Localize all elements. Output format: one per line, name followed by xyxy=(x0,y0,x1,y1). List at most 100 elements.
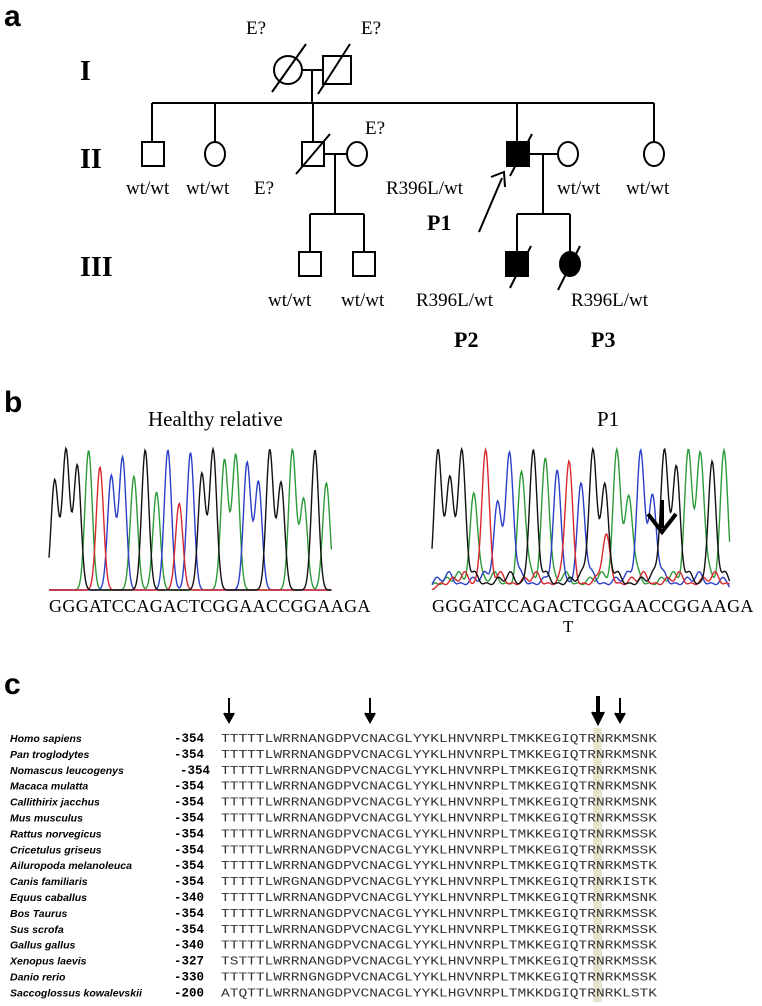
p1-sequence: GGGATCCAGACTCGGAACCGGAAGA xyxy=(432,596,754,616)
alignment-row: Ailuropoda melanoleuca -354 TTTTTLWRRNANGD… xyxy=(9,859,657,873)
species-name: Bos Taurus xyxy=(10,908,68,920)
chromatogram-healthy xyxy=(48,446,333,591)
deceased-slash xyxy=(509,245,532,289)
deceased-slash xyxy=(271,43,307,93)
start-position: -354 xyxy=(174,827,205,841)
start-position: -354 xyxy=(174,796,205,810)
chromatogram-p1 xyxy=(431,446,731,591)
alignment-row: Gallus gallus -340 TTTTTLWRRNANGDPVCNACGLY… xyxy=(10,939,657,953)
start-position: -340 xyxy=(174,939,204,953)
grandson-b-symbol xyxy=(352,251,376,277)
panel-label-a: a xyxy=(4,0,21,33)
protein-sequence: TTTTTLWRRNGNGDPVCNACGLYYKLHNVNRPLTMKKEGI… xyxy=(221,972,657,985)
start-position: -354 xyxy=(174,843,205,857)
alignment-arrows xyxy=(223,696,626,727)
alignment-row: Cricetulus griseus -354 TTTTTLWRRNANGDPVCN… xyxy=(10,843,657,857)
species-name: Cricetulus griseus xyxy=(10,844,102,856)
species-name: Xenopus laevis xyxy=(9,956,87,968)
daughter1-genotype: wt/wt xyxy=(186,178,230,199)
generation-label-1: I xyxy=(80,56,91,87)
p1-chromatogram-title: P1 xyxy=(597,407,619,431)
son2-wife-symbol xyxy=(346,141,368,167)
start-position: -354 xyxy=(174,780,205,794)
species-name: Mus musculus xyxy=(10,813,83,825)
start-position: -354 xyxy=(174,875,205,889)
species-name: Gallus gallus xyxy=(10,940,76,952)
start-position: -354 xyxy=(174,748,205,762)
protein-sequence: TTTTTLWRRNANGDPVCNACGLYYKLHNVNRPLTMKKEGI… xyxy=(221,892,657,905)
alignment-row: Mus musculus -354 TTTTTLWRRNANGDPVCNACGLYY… xyxy=(10,812,657,826)
generation-label-3: III xyxy=(80,252,113,283)
daughter2-genotype: wt/wt xyxy=(626,178,670,199)
species-name: Equus caballus xyxy=(10,892,87,904)
species-name: Homo sapiens xyxy=(10,733,82,745)
p3-genotype: R396L/wt xyxy=(571,290,649,311)
protein-sequence: ATQTTLWRRNANGDPVCNACGLYYKLHGVNRPLTMKKDGI… xyxy=(221,987,657,1000)
protein-sequence: TTTTTLWRRNANGDPVCNACGLYYKLHNVNRPLTMKKEGI… xyxy=(221,844,657,857)
species-name: Pan troglodytes xyxy=(10,749,90,761)
son1-genotype: wt/wt xyxy=(126,178,170,199)
alignment-row: Nomascus leucogenys -354 TTTTTLWRRNANGDPVC… xyxy=(10,764,657,778)
protein-sequence: TTTTTLWRRNANGDPVCNACGLYYKLHNVNRPLTMKKEGI… xyxy=(221,940,657,953)
trace-a xyxy=(49,447,333,591)
p3-label: P3 xyxy=(591,327,615,352)
start-position: -354 xyxy=(174,859,205,873)
protein-sequence: TTTTTLWRRNANGDPVCNACGLYYKLHNVNRPLTMKKEGI… xyxy=(221,924,657,937)
trace-a xyxy=(431,446,731,586)
p2-genotype: R396L/wt xyxy=(416,290,494,311)
grandfather-tag: E? xyxy=(361,18,381,39)
p1-label: P1 xyxy=(427,210,451,235)
grandson-b-genotype: wt/wt xyxy=(341,290,385,311)
start-position: -354 xyxy=(180,764,211,778)
protein-sequence: TTTTTLWRRNANGDPVCNACGLYYKLHNVNRPLTMKKEGI… xyxy=(221,781,657,794)
grandmother-tag: E? xyxy=(246,18,266,39)
son1-symbol xyxy=(141,141,165,167)
protein-sequence: TTTTTLWRRNANGDPVCNACGLYYKLHNVNRPLTMKKEGI… xyxy=(221,765,657,778)
deceased-slash xyxy=(295,133,331,175)
deceased-slash xyxy=(557,245,581,291)
species-name: Canis familiaris xyxy=(10,876,88,888)
start-position: -354 xyxy=(174,923,205,937)
trace-g xyxy=(431,446,731,586)
start-position: -354 xyxy=(174,812,205,826)
daughter1-symbol xyxy=(204,141,226,167)
deceased-slash xyxy=(317,43,351,95)
proband-arrow-shaft xyxy=(478,177,503,233)
son2-tag: E? xyxy=(254,178,274,199)
pedigree-gen-I: E? E? xyxy=(246,18,381,103)
p1-genotype: R396L/wt xyxy=(386,178,464,199)
start-position: -330 xyxy=(174,971,204,985)
species-name: Callithirix jacchus xyxy=(10,797,100,809)
panel-label-c: c xyxy=(4,668,21,701)
mutation-base: T xyxy=(563,617,574,636)
species-name: Ailuropoda melanoleuca xyxy=(9,860,132,872)
deceased-slash xyxy=(509,133,533,177)
mutation-arrow-head xyxy=(646,512,678,536)
proband-arrow-head xyxy=(490,170,506,188)
alignment-row: Equus caballus -340 TTTTTLWRRNANGDPVCNACGL… xyxy=(10,891,657,905)
generation-label-2: II xyxy=(80,144,102,175)
protein-sequence: TTTTTLWRRNANGDPVCNACGLYYKLHNVNRPLTMKKEGI… xyxy=(221,860,657,873)
healthy-relative-title: Healthy relative xyxy=(148,407,283,431)
son2-wife-tag: E? xyxy=(365,118,385,139)
p2-label: P2 xyxy=(454,327,478,352)
p1-wife-genotype: wt/wt xyxy=(557,178,601,199)
protein-sequence: TTTTTLWRRNANGDPVCNACGLYYKLHNVNRPLTMKKEGI… xyxy=(221,733,657,746)
conserved-residue-highlight xyxy=(593,728,602,1002)
species-name: Nomascus leucogenys xyxy=(10,765,124,777)
panel-label-b: b xyxy=(4,386,22,419)
start-position: -340 xyxy=(174,891,204,905)
trace-g xyxy=(48,446,332,591)
protein-sequence: TTTTTLWRRNANGDPVCNACGLYYKLHNVNRPLTMKKEGI… xyxy=(221,813,657,826)
protein-sequence: TTTTTLWRRNANGDPVCNACGLYYKLHNVNRPLTMKKEGI… xyxy=(221,828,657,841)
